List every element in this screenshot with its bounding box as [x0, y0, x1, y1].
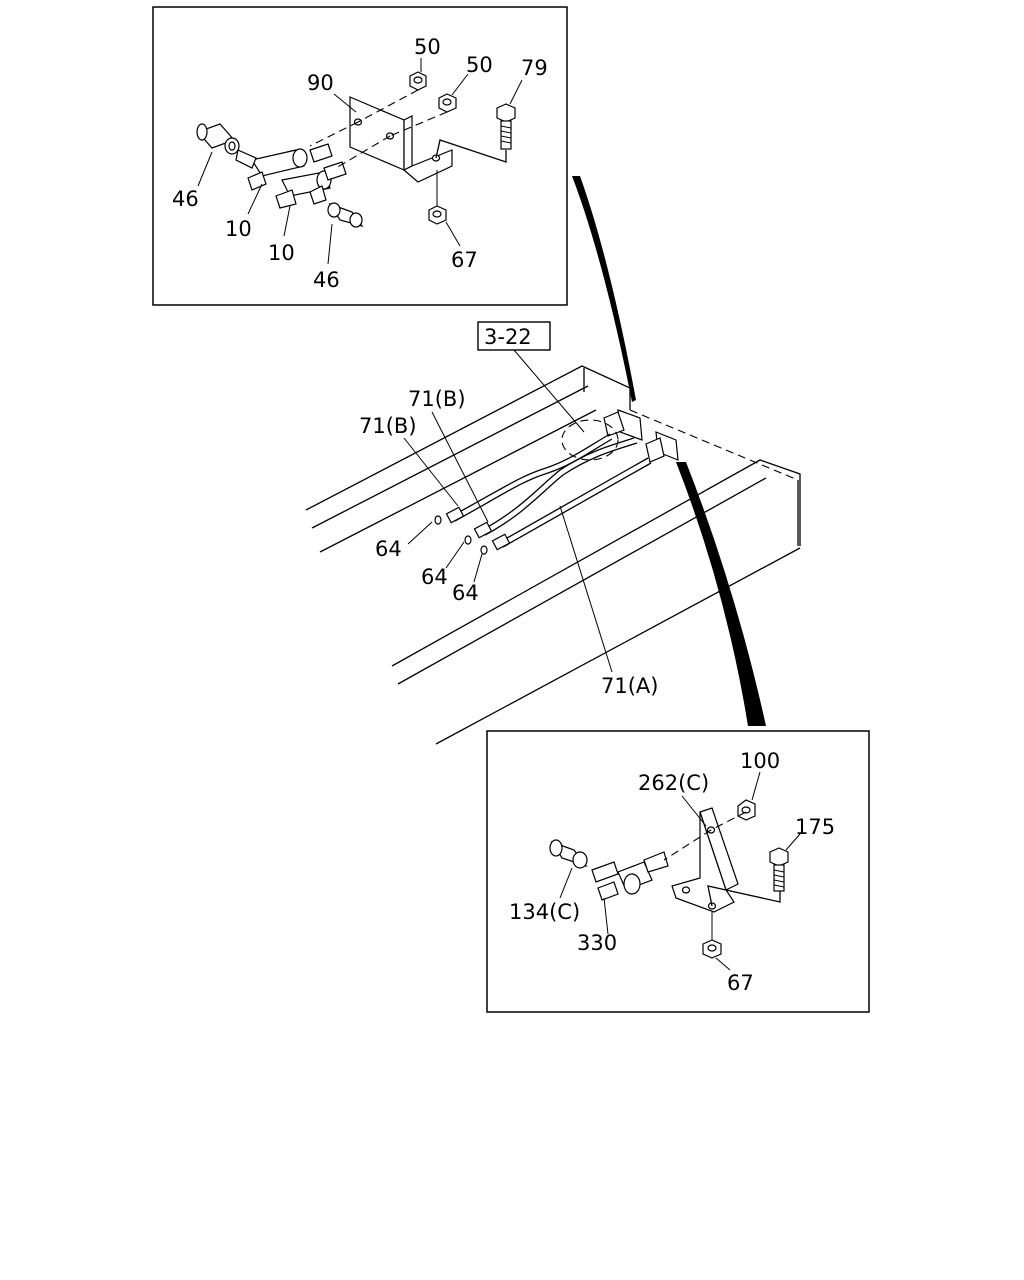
callout-50-upper: 50 — [414, 35, 441, 59]
pointer-to-bottom-inset — [676, 462, 766, 726]
nut-100 — [737, 799, 756, 821]
frame-main-view: 3-22 71(B) 71(B) 64 64 64 71(A) — [305, 321, 801, 745]
bottom-inset-frame — [486, 730, 870, 1013]
callout-175: 175 — [795, 815, 835, 839]
callout-64-b: 64 — [421, 565, 448, 589]
pointer-to-top-inset — [572, 176, 636, 402]
top-detail-inset: 90 50 50 79 46 10 10 46 67 — [152, 6, 568, 306]
union-10-upper — [235, 143, 333, 191]
pipe-end-fitting-2 — [473, 521, 493, 539]
pipe-71b-upper — [451, 433, 613, 522]
callout-64-a: 64 — [375, 537, 402, 561]
callout-134c: 134(C) — [509, 900, 580, 924]
callout-90: 90 — [307, 71, 334, 95]
top-inset-frame — [152, 6, 568, 306]
reference-box-label: 3-22 — [484, 325, 532, 349]
nut-67-top — [428, 205, 447, 225]
bolt-79 — [496, 103, 516, 150]
reference-box-3-22 — [477, 321, 551, 351]
o-ring-64-a — [434, 515, 442, 525]
callout-71b-upper: 71(B) — [408, 387, 466, 411]
callout-79: 79 — [521, 56, 548, 80]
callout-67-top: 67 — [451, 248, 478, 272]
connector-134c — [549, 839, 588, 869]
callout-50-lower: 50 — [466, 53, 493, 77]
o-ring-64-c — [480, 545, 488, 555]
bottom-detail-inset: 262(C) 100 175 134(C) 330 67 — [486, 730, 870, 1013]
nut-67-bottom — [702, 939, 722, 959]
callout-330: 330 — [577, 931, 617, 955]
callout-71a: 71(A) — [601, 674, 658, 698]
pipe-71b-lower — [481, 437, 638, 536]
nut-50-lower — [438, 93, 457, 113]
connector-46-left — [196, 123, 240, 155]
callout-100: 100 — [740, 749, 780, 773]
pipe-end-fitting-3 — [491, 533, 511, 551]
union-330 — [591, 851, 669, 901]
callout-64-c: 64 — [452, 581, 479, 605]
callout-71b-lower: 71(B) — [359, 414, 417, 438]
bracket-262c — [671, 807, 739, 913]
callout-67-bottom: 67 — [727, 971, 754, 995]
callout-46-right: 46 — [313, 268, 340, 292]
connector-46-right — [327, 202, 364, 228]
frame-bracket-lower — [645, 431, 679, 463]
callout-46-left: 46 — [172, 187, 199, 211]
frame-bracket-upper — [603, 409, 643, 441]
bolt-175 — [769, 847, 789, 892]
callout-262c: 262(C) — [638, 771, 709, 795]
pipe-end-fitting-1 — [445, 506, 465, 524]
callout-10-lower: 10 — [268, 241, 295, 265]
callout-10-upper: 10 — [225, 217, 252, 241]
pipe-71a — [499, 457, 652, 548]
nut-50-upper — [409, 71, 427, 91]
bracket-90 — [349, 96, 453, 183]
union-10-lower — [275, 161, 347, 209]
o-ring-64-b — [464, 535, 472, 545]
